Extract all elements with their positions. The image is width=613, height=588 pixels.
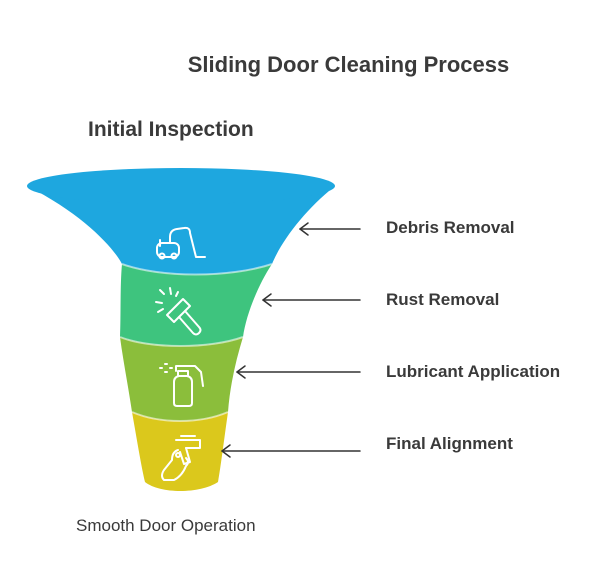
- diagram-title: Sliding Door Cleaning Process: [187, 52, 510, 77]
- arrow-final-alignment: [221, 444, 361, 458]
- funnel-rim: [27, 168, 335, 204]
- funnel-segment-debris-removal: [27, 186, 335, 275]
- spray-gun-icon: [161, 435, 201, 481]
- funnel-segment-lubricant-application: [120, 337, 243, 421]
- arrow-debris-removal: [299, 222, 361, 236]
- stage-label-final-alignment: Final Alignment: [386, 434, 513, 453]
- funnel-top-label: Initial Inspection: [88, 118, 254, 141]
- vacuum-cleaner-icon: [156, 226, 206, 260]
- funnel-bottom-label: Smooth Door Operation: [76, 516, 256, 535]
- stage-label-debris-removal: Debris Removal: [386, 218, 515, 237]
- squeegee-icon: [155, 287, 202, 336]
- spray-bottle-icon: [159, 363, 204, 407]
- funnel-segment-rust-removal: [120, 264, 272, 346]
- arrow-rust-removal: [262, 293, 361, 307]
- stage-label-rust-removal: Rust Removal: [386, 290, 500, 309]
- arrow-lubricant-application: [236, 365, 361, 379]
- stage-label-lubricant-application: Lubricant Application: [386, 362, 561, 381]
